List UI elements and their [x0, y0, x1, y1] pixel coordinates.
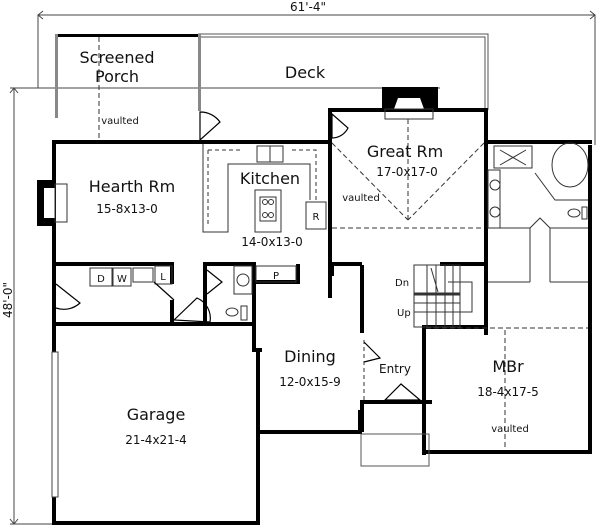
exterior-walls	[52, 108, 592, 525]
linen-label: L	[160, 272, 166, 283]
kitchen-label: Kitchen	[240, 169, 300, 188]
pantry	[255, 265, 297, 283]
mbr-label: MBr	[492, 357, 524, 376]
kitchen-size: 14-0x13-0	[241, 235, 303, 249]
garage-size: 21-4x21-4	[125, 433, 187, 447]
great-room-vault-lines	[331, 119, 485, 229]
washer-label: W	[117, 274, 127, 285]
front-stoop	[360, 433, 430, 467]
garage-label: Garage	[127, 405, 186, 424]
dimension-depth	[9, 87, 440, 525]
overall-depth-label: 48'-0"	[1, 282, 15, 318]
deck-outline	[198, 33, 489, 110]
laundry-appliances	[89, 265, 173, 287]
hearth-fireplace	[37, 180, 68, 226]
great-rm-note: vaulted	[342, 193, 380, 204]
dimension-width	[37, 10, 596, 145]
screened-porch-label-2: Porch	[95, 67, 139, 86]
pantry-label: P	[273, 271, 279, 282]
mbr-size: 18-4x17-5	[477, 385, 539, 399]
screened-porch-note: vaulted	[101, 116, 139, 127]
stairs-up-label: Up	[397, 308, 411, 319]
screened-porch-label-1: Screened	[79, 48, 154, 67]
great-rm-size: 17-0x17-0	[376, 165, 438, 179]
entry-label: Entry	[379, 362, 411, 376]
screened-porch-walls	[55, 34, 221, 142]
doors	[55, 269, 422, 401]
hearth-rm-label: Hearth Rm	[89, 177, 175, 196]
dining-size: 12-0x15-9	[279, 375, 341, 389]
fridge-label: R	[313, 212, 320, 223]
staircase	[413, 264, 473, 328]
garage-door-opening	[51, 351, 59, 498]
deck-label: Deck	[285, 63, 326, 82]
dining-label: Dining	[284, 347, 336, 366]
great-room-fireplace	[382, 87, 438, 120]
stairs-down-label: Dn	[395, 278, 409, 289]
master-bath-fixtures	[487, 142, 589, 283]
dryer-label: D	[97, 274, 105, 285]
overall-width-label: 61'-4"	[290, 0, 326, 14]
kitchen-cabinets	[202, 144, 327, 233]
half-bath-fixtures	[225, 265, 253, 321]
great-room-door[interactable]	[331, 112, 349, 139]
great-rm-label: Great Rm	[367, 142, 443, 161]
mbr-note: vaulted	[491, 424, 529, 435]
hearth-rm-size: 15-8x13-0	[96, 202, 158, 216]
